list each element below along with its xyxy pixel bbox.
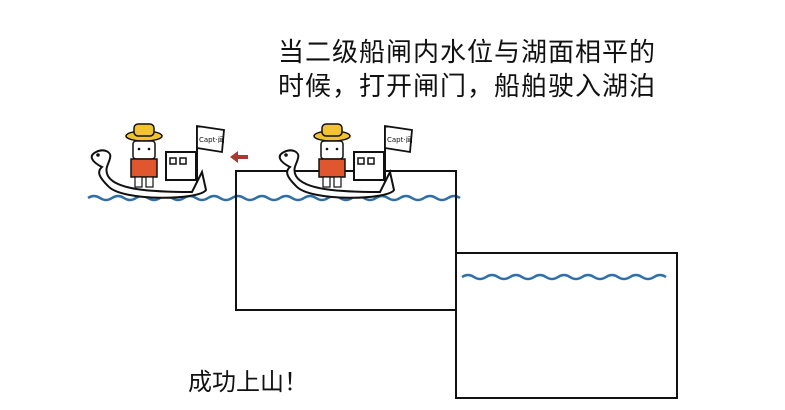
caption-line-2: 时候，打开闸门，船舶驶入湖泊	[278, 72, 657, 102]
lower-chamber-water-line	[461, 273, 667, 281]
lake-water-line	[87, 194, 461, 202]
success-text: 成功上山！	[188, 368, 308, 396]
caption: 当二级船闸内水位与湖面相平的 时候，打开闸门，船舶驶入湖泊	[278, 36, 656, 104]
boat-flag-text: Capt·闻	[387, 135, 413, 144]
upper-lock-chamber	[235, 170, 457, 311]
lower-lock-chamber	[455, 252, 678, 399]
boat-flag-text: Capt·闻	[199, 135, 225, 144]
caption-line-1: 当二级船闸内水位与湖面相平的	[278, 38, 657, 68]
boat-in-lock: Capt·闻	[278, 123, 413, 199]
boat-in-lake: Capt·闻	[90, 123, 225, 199]
arrow-left-icon	[230, 151, 248, 163]
